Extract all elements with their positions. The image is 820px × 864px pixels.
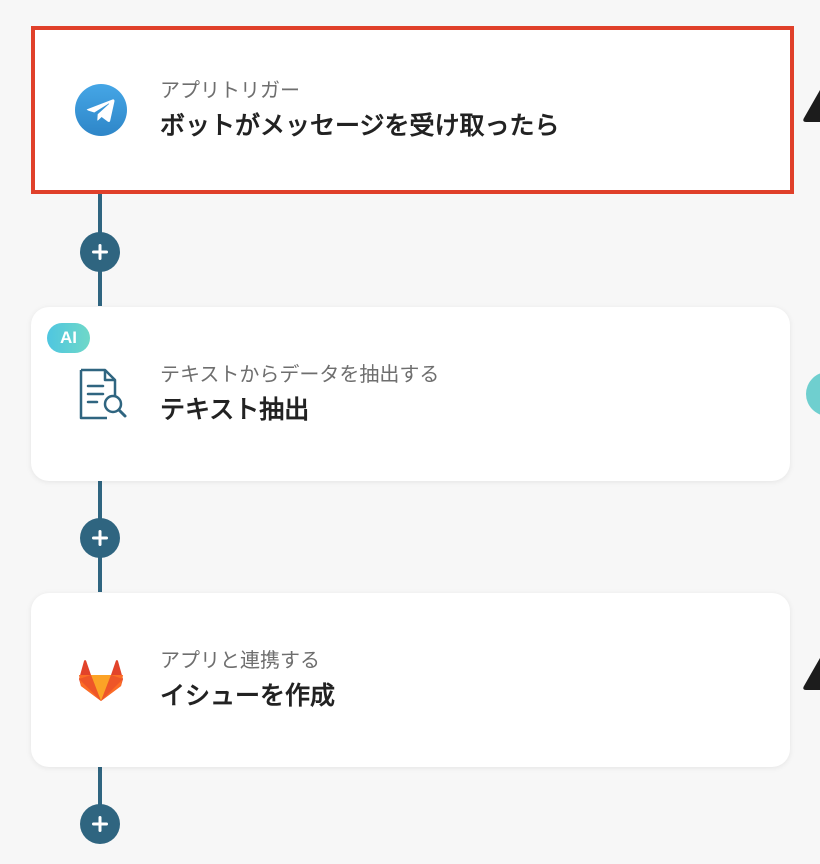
flow-step-card-ai-extract[interactable]: AI テキストからデータを抽出する テキスト抽出 xyxy=(31,307,790,481)
step-subtitle: アプリトリガー xyxy=(160,78,300,102)
step-title: テキスト抽出 xyxy=(160,395,310,424)
step-subtitle: テキストからデータを抽出する xyxy=(160,362,440,386)
document-search-icon xyxy=(73,366,129,422)
flow-connector xyxy=(98,766,102,826)
plus-icon xyxy=(92,530,108,546)
add-step-button[interactable] xyxy=(80,518,120,558)
step-title: イシューを作成 xyxy=(160,681,336,710)
plus-icon xyxy=(92,244,108,260)
warning-icon[interactable] xyxy=(800,88,820,128)
add-step-button[interactable] xyxy=(80,232,120,272)
gitlab-icon xyxy=(73,652,129,708)
ai-status-indicator[interactable] xyxy=(806,372,820,416)
flow-step-card-trigger[interactable]: アプリトリガー ボットがメッセージを受け取ったら xyxy=(31,26,794,194)
step-title: ボットがメッセージを受け取ったら xyxy=(160,111,560,140)
add-step-button[interactable] xyxy=(80,804,120,844)
plus-icon xyxy=(92,816,108,832)
step-text: アプリと連携する イシューを作成 xyxy=(160,647,335,713)
step-subtitle: アプリと連携する xyxy=(160,648,320,672)
warning-icon[interactable] xyxy=(800,656,820,696)
ai-badge: AI xyxy=(47,323,90,353)
flow-step-card-gitlab-issue[interactable]: アプリと連携する イシューを作成 xyxy=(31,593,790,767)
step-text: テキストからデータを抽出する テキスト抽出 xyxy=(160,361,439,427)
telegram-icon xyxy=(73,82,129,138)
step-text: アプリトリガー ボットがメッセージを受け取ったら xyxy=(160,77,560,143)
